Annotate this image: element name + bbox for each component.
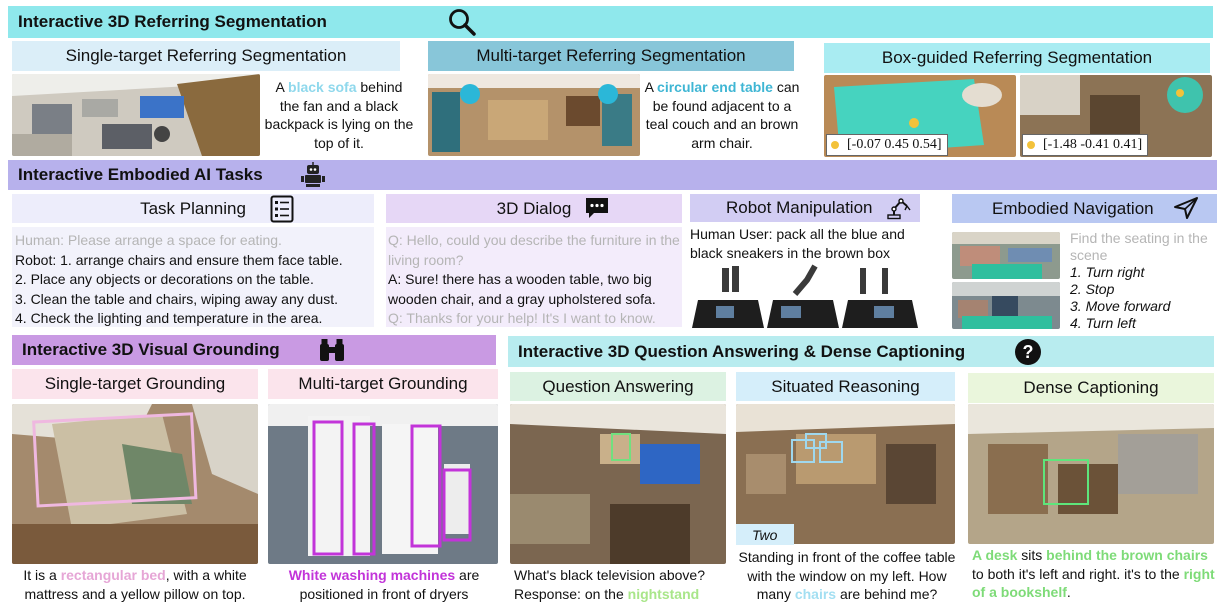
robot-manip-text: Human User: pack all the blue and black …	[690, 226, 905, 261]
dialog-text: Q: Hello, could you describe the furnitu…	[388, 232, 680, 326]
subtitle-box-guided-referring: Box-guided Referring Segmentation	[824, 43, 1210, 73]
subtitle-label: Question Answering	[542, 376, 694, 396]
highlight-black-sofa: black sofa	[288, 79, 357, 95]
subtitle-label: Box-guided Referring Segmentation	[881, 48, 1153, 67]
sr-caption: Standing in front of the coffee table wi…	[738, 549, 956, 602]
subtitle-single-target-referring: Single-target Referring Segmentation	[12, 41, 400, 71]
yellow-dot-icon	[1027, 141, 1035, 149]
subtitle-dense-captioning: Dense Captioning	[968, 373, 1214, 403]
section-header-qa-captioning: Interactive 3D Question Answering & Dens…	[508, 336, 1214, 367]
dc-image-office	[968, 404, 1214, 544]
question-icon: ?	[1014, 338, 1042, 366]
subtitle-label: Situated Reasoning	[771, 376, 920, 396]
scene-image-living-room	[428, 74, 640, 156]
highlight-a-desk: A desk	[972, 547, 1018, 563]
highlight-chairs: chairs	[794, 586, 837, 602]
checklist-icon	[270, 195, 294, 223]
single-grounding-caption: It is a rectangular bed, with a white ma…	[23, 567, 247, 602]
subtitle-label: 3D Dialog	[496, 198, 572, 218]
subtitle-label: Multi-target Grounding	[298, 374, 468, 393]
highlight-right-of-bookshelf: right of a bookshelf	[972, 565, 1215, 601]
coord-label-1: [-0.07 0.45 0.54]	[826, 134, 948, 156]
highlight-white-washing-machines: White washing machines	[288, 567, 456, 583]
qa-caption: What's black television above? Response:…	[514, 567, 705, 602]
robot-image-3	[842, 262, 918, 330]
nav-image-1	[952, 232, 1060, 279]
robot-image-1	[692, 262, 764, 330]
nav-image-2	[952, 282, 1060, 329]
subtitle-label: Single-target Grounding	[44, 374, 226, 393]
subtitle-label: Task Planning	[140, 198, 246, 218]
chat-bubble-icon	[584, 196, 610, 220]
grounding-image-laundry	[268, 404, 498, 564]
subtitle-multi-target-referring: Multi-target Referring Segmentation	[428, 41, 794, 71]
subtitle-question-answering: Question Answering	[510, 372, 726, 401]
subtitle-3d-dialog: 3D Dialog	[386, 194, 682, 223]
qa-image-room	[510, 404, 726, 564]
highlight-rectangular-bed: rectangular bed	[60, 567, 166, 583]
subtitle-label: Single-target Referring Segmentation	[65, 46, 347, 65]
subtitle-multi-target-grounding: Multi-target Grounding	[268, 369, 498, 399]
subtitle-embodied-navigation: Embodied Navigation	[952, 194, 1217, 223]
dc-caption: A desk sits behind the brown chairs to b…	[972, 547, 1215, 601]
nav-text: Find the seating in the scene 1. Turn ri…	[1070, 230, 1208, 331]
grounding-image-bedroom	[12, 404, 258, 564]
multi-seg-caption: A circular end table can be found adjace…	[644, 79, 800, 151]
navigation-arrow-icon	[1173, 196, 1199, 220]
highlight-circular-end-table: circular end table	[657, 79, 773, 95]
task-planning-text: Human: Please arrange a space for eating…	[15, 232, 343, 326]
robot-icon	[300, 162, 326, 188]
highlight-behind-brown-chairs: behind the brown chairs	[1046, 547, 1208, 563]
svg-text:?: ?	[1023, 342, 1034, 362]
subtitle-task-planning: Task Planning	[12, 194, 374, 223]
subtitle-single-target-grounding: Single-target Grounding	[12, 369, 258, 399]
robot-image-2	[767, 262, 839, 330]
sr-answer-badge: Two	[736, 524, 794, 545]
section-header-embodied-ai: Interactive Embodied AI Tasks	[8, 160, 1217, 190]
scene-image-office	[12, 74, 260, 156]
section-title: Interactive 3D Visual Grounding	[22, 340, 280, 359]
robot-arm-icon	[886, 196, 912, 220]
subtitle-robot-manipulation: Robot Manipulation	[690, 194, 920, 222]
sr-image-room	[736, 404, 955, 544]
binoculars-icon	[318, 337, 346, 363]
dialog-panel	[386, 227, 682, 327]
multi-grounding-caption: White washing machines are positioned in…	[288, 567, 480, 602]
subtitle-label: Embodied Navigation	[992, 198, 1154, 218]
search-icon	[447, 7, 477, 37]
section-header-visual-grounding: Interactive 3D Visual Grounding	[12, 335, 496, 365]
subtitle-label: Multi-target Referring Segmentation	[476, 46, 746, 65]
subtitle-label: Robot Manipulation	[726, 198, 873, 217]
yellow-dot-icon	[831, 141, 839, 149]
section-header-referring-segmentation: Interactive 3D Referring Segmentation	[8, 6, 1213, 38]
subtitle-label: Dense Captioning	[1023, 378, 1159, 397]
coord-label-2: [-1.48 -0.41 0.41]	[1022, 134, 1148, 156]
subtitle-situated-reasoning: Situated Reasoning	[736, 372, 955, 401]
single-seg-caption: A black sofa behind the fan and a black …	[264, 79, 414, 151]
task-planning-panel	[12, 227, 374, 327]
highlight-nightstand: nightstand	[627, 586, 700, 602]
section-title: Interactive 3D Referring Segmentation	[18, 12, 327, 31]
section-title: Interactive Embodied AI Tasks	[18, 165, 263, 184]
section-title: Interactive 3D Question Answering & Dens…	[518, 341, 966, 361]
